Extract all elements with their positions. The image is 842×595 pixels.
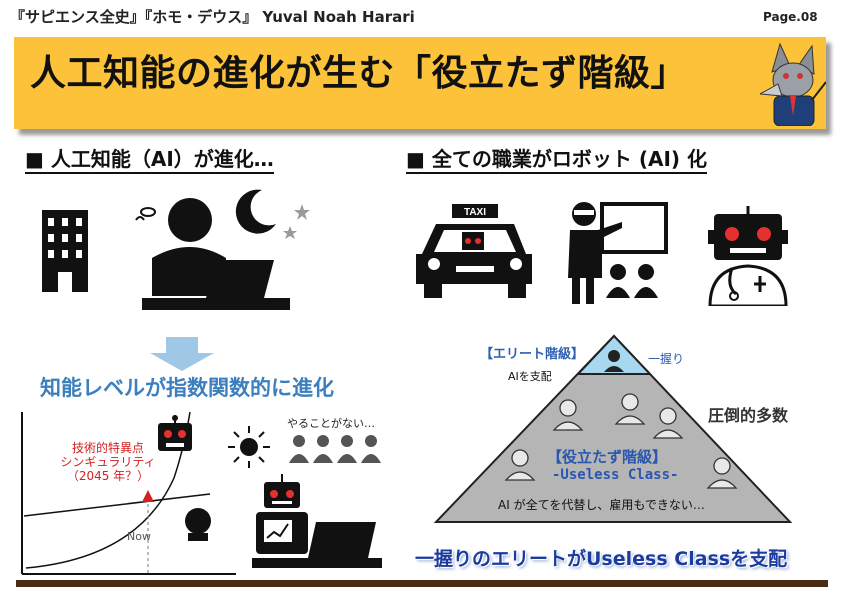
idle-caption: やることがない… <box>287 417 375 430</box>
person-head-icon <box>185 508 211 541</box>
singularity-line-2: シンギュラリティ <box>60 455 156 469</box>
footer-bar <box>16 580 828 587</box>
section-heading-robotization: ■ 全ての職業がロボット (AI) 化 <box>406 146 707 174</box>
robot-head-icon <box>158 415 192 451</box>
robot-teacher-icon <box>568 202 668 304</box>
taxi-robot-icon: TAXI <box>416 204 532 298</box>
taxi-sign-text: TAXI <box>464 207 486 218</box>
page-number: Page.08 <box>763 10 818 24</box>
robot-doctor-icon <box>708 206 788 306</box>
overworked-worker-icon <box>135 189 310 310</box>
ai-rule-label: AIを支配 <box>508 370 552 383</box>
wolf-mascot-icon <box>760 42 826 126</box>
replacement-caption: AI が全てを代替し、雇用もできない… <box>498 498 705 512</box>
robot-worker-icon <box>252 474 382 568</box>
minority-label: 一握り <box>648 352 685 366</box>
useless-class-english: -Useless Class- <box>552 467 679 483</box>
page-title: 人工知能の進化が生む「役立たず階級」 <box>30 53 688 94</box>
now-label: Now <box>127 530 151 543</box>
singularity-line-3: （2045 年？） <box>66 469 150 483</box>
title-banner <box>14 37 826 129</box>
singularity-label: 技術的特異点 シンギュラリティ （2045 年？） <box>50 441 166 483</box>
class-pyramid <box>433 334 792 523</box>
conclusion-message: 一握りのエリートがUseless Classを支配 <box>415 548 788 570</box>
section-heading-ai-evolution: ■ 人工知能（AI）が進化… <box>25 146 274 174</box>
sun-icon <box>228 426 270 468</box>
useless-class-label: 【役立たず階級】 <box>547 448 668 466</box>
singularity-graph <box>21 411 236 575</box>
singularity-line-1: 技術的特異点 <box>71 441 144 455</box>
idle-people-icon <box>289 435 381 463</box>
majority-label: 圧倒的多数 <box>708 406 789 425</box>
book-title: 『サピエンス全史』『ホモ・デウス』 Yuval Noah Harari <box>10 8 415 26</box>
evolution-caption: 知能レベルが指数関数的に進化 <box>40 376 334 400</box>
office-building-icon <box>42 210 88 292</box>
down-arrow-icon <box>150 337 214 371</box>
elite-class-label: 【エリート階級】 <box>480 347 585 362</box>
